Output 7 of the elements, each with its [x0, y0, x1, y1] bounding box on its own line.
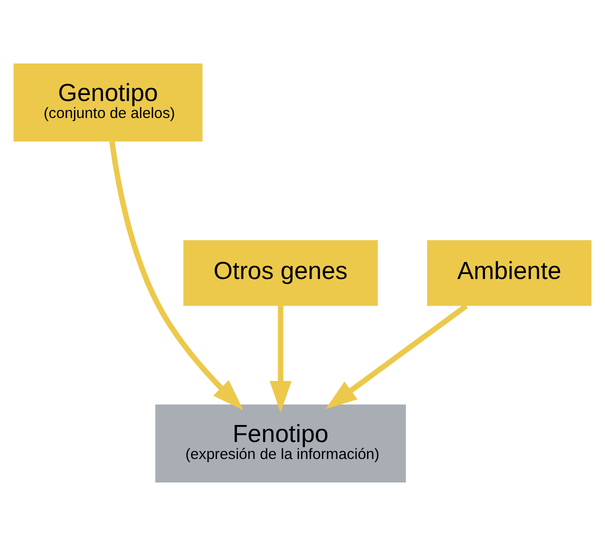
- arrow: [109, 141, 244, 410]
- node-box: Otros genes: [183, 240, 378, 306]
- node-box: Genotipo (conjunto de alelos): [14, 63, 203, 142]
- arrow: [270, 306, 292, 413]
- node-box: Ambiente: [427, 240, 592, 306]
- node-box: Fenotipo (expresión de la información): [155, 404, 406, 483]
- arrow: [326, 304, 468, 410]
